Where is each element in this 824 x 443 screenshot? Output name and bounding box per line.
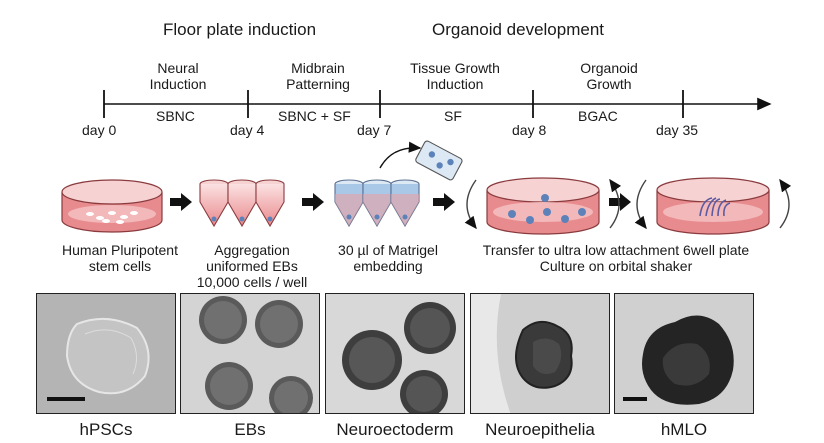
micrograph-hpscs xyxy=(36,293,176,414)
micrograph-hmlo xyxy=(614,293,754,414)
phase-organoid-title: Organoid development xyxy=(432,20,605,39)
panel-label-ebs: EBs xyxy=(234,420,266,439)
medium-sf: SF xyxy=(444,108,462,124)
panel-label-hpscs: hPSCs xyxy=(79,420,133,439)
micrograph-neuroectoderm xyxy=(325,293,465,414)
phase-floor-plate-title: Floor plate induction xyxy=(163,20,317,39)
day-7-label: day 7 xyxy=(357,122,392,138)
organoid-dish-icon xyxy=(634,177,792,235)
day-8-label: day 8 xyxy=(512,122,547,138)
medium-bgac: BGAC xyxy=(578,108,618,124)
medium-sbnc-sf: SBNC + SF xyxy=(278,108,351,124)
petri-dish-icon xyxy=(61,179,163,233)
transfer-tube-icon xyxy=(379,140,463,181)
panel-label-hmlo: hMLO xyxy=(660,420,708,439)
panel-label-neuroectoderm: Neuroectoderm xyxy=(336,420,454,439)
day-4-label: day 4 xyxy=(230,122,265,138)
panel-label-neuroepithelia: Neuroepithelia xyxy=(485,420,595,439)
micrograph-ebs xyxy=(180,293,320,414)
medium-sbnc: SBNC xyxy=(156,108,195,124)
step-arrows xyxy=(170,193,631,211)
caption-transfer: Transfer to ultra low attachment 6well p… xyxy=(482,242,750,275)
day-35-label: day 35 xyxy=(656,122,699,138)
day-0-label: day 0 xyxy=(82,122,117,138)
orbital-shaker-dish-icon xyxy=(464,177,622,235)
micrograph-neuroepithelia xyxy=(470,293,610,414)
timeline xyxy=(103,90,772,118)
matrigel-wells-icon xyxy=(334,179,420,228)
aggregation-wells-icon xyxy=(199,179,285,228)
